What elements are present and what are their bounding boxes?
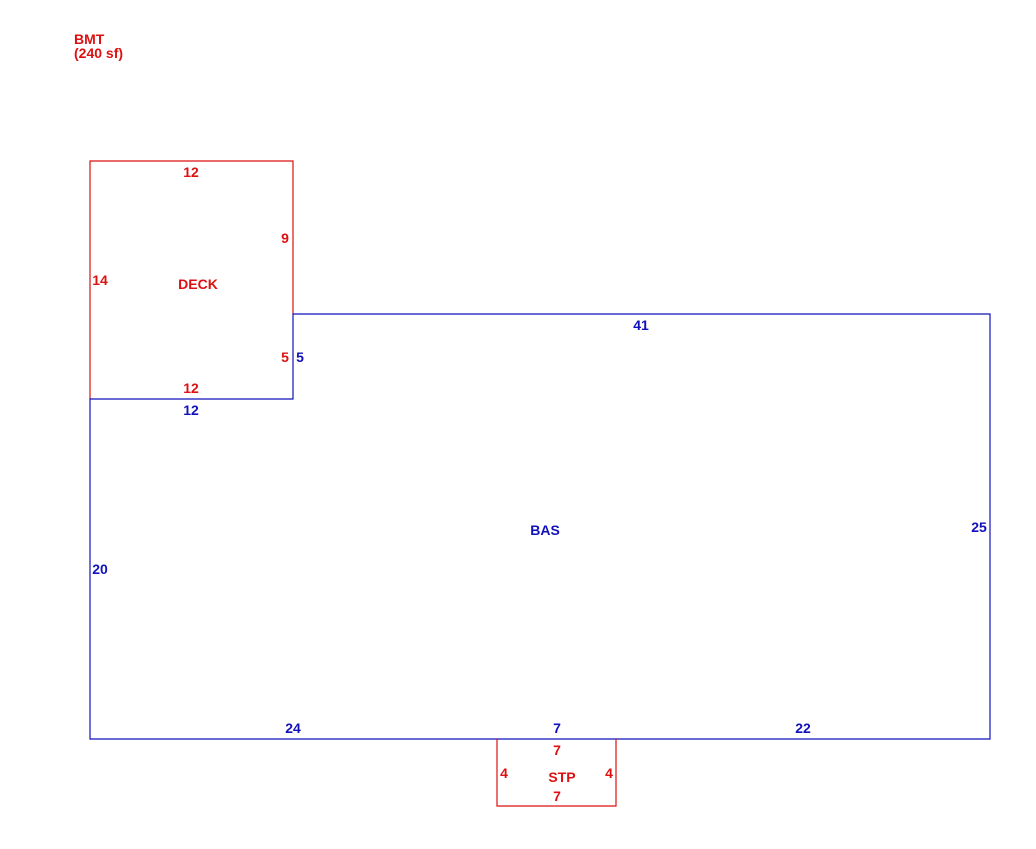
- bmt-note: BMT (240 sf): [74, 32, 123, 60]
- bmt-label: BMT: [74, 31, 105, 47]
- stp-left-dim: 4: [500, 765, 508, 781]
- bas-left-dim: 20: [92, 561, 108, 577]
- bas-right-dim: 25: [971, 519, 987, 535]
- deck-right-lower-dim: 5: [281, 349, 289, 365]
- stp-name: STP: [548, 769, 575, 785]
- stp-outline: [496, 739, 617, 807]
- deck-left-dim: 14: [92, 272, 108, 288]
- bas-outline: [89, 313, 991, 740]
- bas-bottom-right-dim: 22: [795, 720, 811, 736]
- bas-top-dim: 41: [633, 317, 649, 333]
- bas-step-dim: 5: [296, 349, 304, 365]
- stp-bottom-dim: 7: [553, 788, 561, 804]
- deck-outline: [89, 160, 294, 399]
- bmt-area: (240 sf): [74, 45, 124, 61]
- bas-bottom-left-dim: 24: [285, 720, 301, 736]
- deck-top-dim: 12: [183, 164, 199, 180]
- stp-right-dim: 4: [605, 765, 613, 781]
- bas-top-left-dim: 12: [183, 402, 199, 418]
- stp-top-dim: 7: [553, 742, 561, 758]
- bas-bottom-mid-dim: 7: [553, 720, 561, 736]
- deck-bottom-dim: 12: [183, 380, 199, 396]
- bas-name: BAS: [530, 522, 560, 538]
- deck-name: DECK: [178, 276, 218, 292]
- deck-right-upper-dim: 9: [281, 230, 289, 246]
